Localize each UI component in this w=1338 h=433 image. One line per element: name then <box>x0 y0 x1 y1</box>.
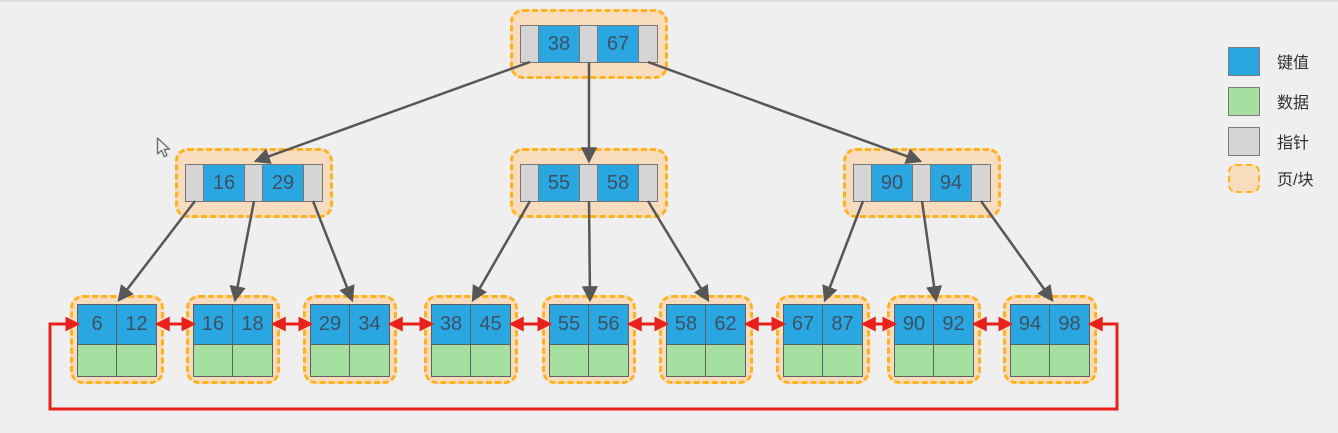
legend: 键值 数据 指针 页/块 <box>1228 46 1313 203</box>
leaf-node-4: 38 45 <box>431 304 511 377</box>
data-cell <box>667 345 706 376</box>
data-cell <box>706 345 745 376</box>
legend-row-data: 数据 <box>1228 86 1313 116</box>
data-cell <box>311 345 350 376</box>
leaf-page-8: 90 92 <box>887 295 981 384</box>
key-cell: 58 <box>598 165 639 201</box>
key-cell: 98 <box>1050 305 1089 345</box>
leaf-node-2: 16 18 <box>193 304 273 377</box>
leaf-node-6: 58 62 <box>666 304 746 377</box>
legend-label: 键值 <box>1277 55 1310 72</box>
internal-node-3: 90 94 <box>853 164 991 202</box>
pointer-cell <box>639 165 657 201</box>
data-cell <box>117 345 156 376</box>
key-cell: 38 <box>539 26 580 62</box>
legend-row-pointer: 指针 <box>1228 126 1313 156</box>
data-cell <box>432 345 471 376</box>
key-cell: 56 <box>589 305 628 345</box>
pointer-cell <box>245 165 263 201</box>
leaf-page-1: 6 12 <box>70 295 164 384</box>
key-cell: 62 <box>706 305 745 345</box>
internal-page-2: 55 58 <box>510 148 668 218</box>
pointer-cell <box>972 165 990 201</box>
data-cell <box>934 345 973 376</box>
key-cell: 18 <box>233 305 272 345</box>
data-cell <box>471 345 510 376</box>
leaf-node-5: 55 56 <box>549 304 629 377</box>
data-swatch <box>1228 86 1260 116</box>
leaf-node-7: 67 87 <box>783 304 863 377</box>
root-page: 38 67 <box>510 9 668 79</box>
pointer-cell <box>580 26 598 62</box>
leaf-page-2: 16 18 <box>186 295 280 384</box>
key-cell: 87 <box>823 305 862 345</box>
key-cell: 12 <box>117 305 156 345</box>
leaf-page-7: 67 87 <box>776 295 870 384</box>
data-cell <box>589 345 628 376</box>
key-cell: 92 <box>934 305 973 345</box>
leaf-node-3: 29 34 <box>310 304 390 377</box>
internal-page-1: 16 29 <box>175 148 333 218</box>
pointer-swatch <box>1228 126 1260 156</box>
mouse-cursor <box>156 137 171 158</box>
legend-row-key: 键值 <box>1228 46 1313 76</box>
leaf-page-9: 94 98 <box>1003 295 1097 384</box>
leaf-page-5: 55 56 <box>542 295 636 384</box>
data-cell <box>194 345 233 376</box>
key-cell: 29 <box>311 305 350 345</box>
legend-label: 页/块 <box>1277 172 1314 189</box>
pointer-cell <box>639 26 657 62</box>
internal-node-2: 55 58 <box>520 164 658 202</box>
data-cell <box>1011 345 1050 376</box>
key-cell: 16 <box>194 305 233 345</box>
key-cell: 55 <box>550 305 589 345</box>
key-cell: 34 <box>350 305 389 345</box>
leaf-page-4: 38 45 <box>424 295 518 384</box>
key-cell: 45 <box>471 305 510 345</box>
data-cell <box>233 345 272 376</box>
data-cell <box>350 345 389 376</box>
key-cell: 55 <box>539 165 580 201</box>
pointer-cell <box>186 165 204 201</box>
key-cell: 67 <box>598 26 639 62</box>
pointer-cell <box>854 165 872 201</box>
legend-row-page: 页/块 <box>1228 163 1313 193</box>
pointer-cell <box>580 165 598 201</box>
key-swatch <box>1228 46 1260 76</box>
key-cell: 38 <box>432 305 471 345</box>
leaf-node-8: 90 92 <box>894 304 974 377</box>
internal-node-1: 16 29 <box>185 164 323 202</box>
pointer-cell <box>521 26 539 62</box>
leaf-node-9: 94 98 <box>1010 304 1090 377</box>
page-swatch <box>1228 163 1260 193</box>
key-cell: 67 <box>784 305 823 345</box>
key-cell: 90 <box>872 165 913 201</box>
data-cell <box>823 345 862 376</box>
key-cell: 94 <box>931 165 972 201</box>
pointer-cell <box>521 165 539 201</box>
leaf-node-1: 6 12 <box>77 304 157 377</box>
leaf-page-3: 29 34 <box>303 295 397 384</box>
data-cell <box>1050 345 1089 376</box>
data-cell <box>895 345 934 376</box>
pointer-cell <box>913 165 931 201</box>
data-cell <box>550 345 589 376</box>
key-cell: 94 <box>1011 305 1050 345</box>
key-cell: 29 <box>263 165 304 201</box>
key-cell: 6 <box>78 305 117 345</box>
legend-label: 指针 <box>1277 135 1310 152</box>
internal-page-3: 90 94 <box>843 148 1001 218</box>
key-cell: 58 <box>667 305 706 345</box>
pointer-cell <box>304 165 322 201</box>
legend-label: 数据 <box>1277 95 1310 112</box>
key-cell: 16 <box>204 165 245 201</box>
root-node: 38 67 <box>520 25 658 63</box>
key-cell: 90 <box>895 305 934 345</box>
data-cell <box>78 345 117 376</box>
leaf-page-6: 58 62 <box>659 295 753 384</box>
data-cell <box>784 345 823 376</box>
